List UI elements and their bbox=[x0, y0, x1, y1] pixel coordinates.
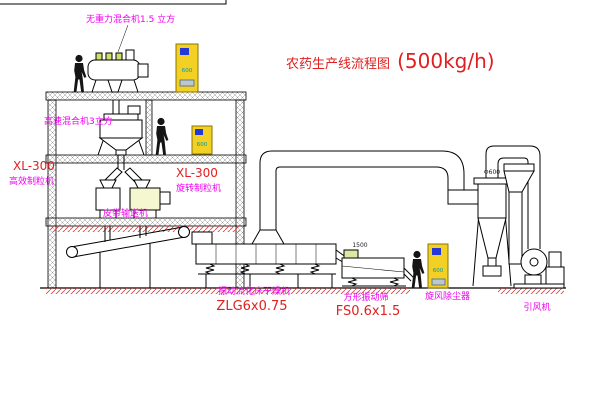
label-layer: 无重力混合机1.5 立方 高速混合机3立方 XL-300 高效制粒机 XL-30… bbox=[9, 13, 551, 319]
label-high-speed-mixer: 高速混合机3立方 bbox=[44, 115, 113, 127]
label-screen-name: 方形振动筛 bbox=[343, 291, 388, 303]
granulator-left bbox=[95, 179, 121, 242]
worker-figure-ground bbox=[411, 250, 425, 288]
panel-2-text: 600 bbox=[197, 142, 208, 148]
ground-hatching bbox=[40, 226, 566, 294]
label-belt-conveyor: 皮带输送机 bbox=[103, 207, 148, 219]
fluid-bed-dryer bbox=[191, 229, 351, 288]
panel-3-text: 600 bbox=[433, 268, 444, 274]
belt-conveyor bbox=[66, 226, 190, 288]
label-cyclone-name: 旋风除尘器 bbox=[425, 290, 470, 302]
leader-line bbox=[117, 24, 129, 53]
label-granulator-left-model: XL-300 bbox=[13, 159, 55, 173]
high-speed-mixer bbox=[97, 105, 145, 170]
label-screen-model: FS0.6x1.5 bbox=[336, 304, 401, 319]
label-top-mixer: 无重力混合机1.5 立方 bbox=[86, 13, 175, 25]
label-granulator-right-model: XL-300 bbox=[176, 166, 218, 180]
zero-gravity-mixer bbox=[87, 49, 149, 114]
title-capacity: (500kg/h) bbox=[397, 49, 494, 73]
label-fan-name: 引风机 bbox=[523, 301, 550, 313]
exhaust-duct bbox=[259, 150, 479, 230]
label-dryer-model: ZLG6x0.75 bbox=[216, 299, 287, 314]
granulator-right bbox=[129, 179, 171, 238]
worker-figure-top bbox=[73, 54, 87, 92]
screen-dimension: 1500 bbox=[352, 242, 367, 249]
induced-draft-fan bbox=[513, 248, 565, 289]
control-panel-3: 600 bbox=[427, 243, 449, 289]
worker-figure-middle bbox=[155, 117, 169, 155]
label-granulator-left-name: 高效制粒机 bbox=[9, 175, 54, 187]
control-panel-2: 600 bbox=[191, 125, 213, 155]
cyclone-outlet-pipe bbox=[485, 145, 541, 249]
panel-1-text: 600 bbox=[182, 68, 193, 74]
control-panel-1: 600 bbox=[175, 43, 199, 93]
label-granulator-right-name: 旋转制粒机 bbox=[176, 182, 221, 194]
label-dryer-name: 振动流化床干燥机 bbox=[218, 285, 290, 297]
exhaust-stack bbox=[503, 163, 535, 265]
vibrating-screen bbox=[341, 249, 415, 287]
duct-dimension: Φ600 bbox=[484, 169, 500, 176]
frame-border-line bbox=[0, 0, 227, 5]
title-text: 农药生产线流程图 bbox=[286, 57, 390, 72]
drawing-title: 农药生产线流程图 (500kg/h) bbox=[286, 49, 495, 73]
cyclone-separator bbox=[472, 177, 512, 287]
